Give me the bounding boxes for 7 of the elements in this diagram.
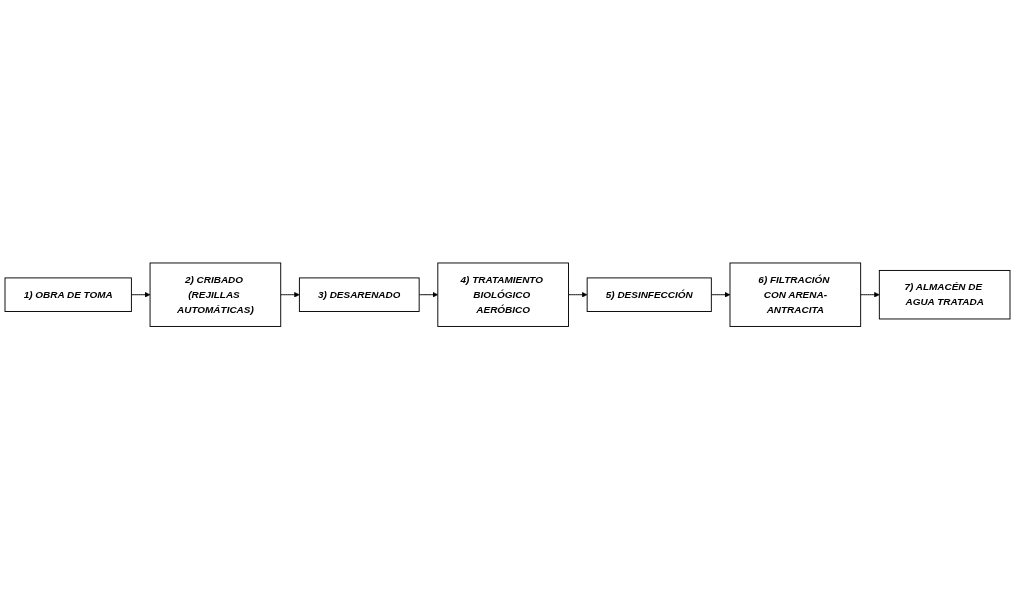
node-box: 5) DESINFECCIÓN [586,277,712,313]
node-box: 4) TRATAMIENTO BIOLÓGICO AERÓBICO [437,262,569,328]
node-box: 2) CRIBADO (REJILLAS AUTOMÁTICAS) [149,262,282,328]
node-box: 7) ALMACÉN DE AGUA TRATADA [878,270,1011,320]
node-box: 6) FILTRACIÓN CON ARENA-ANTRACITA [729,262,862,328]
node-box: 1) OBRA DE TOMA [4,277,132,313]
node-box: 3) DESARENADO [298,277,420,313]
